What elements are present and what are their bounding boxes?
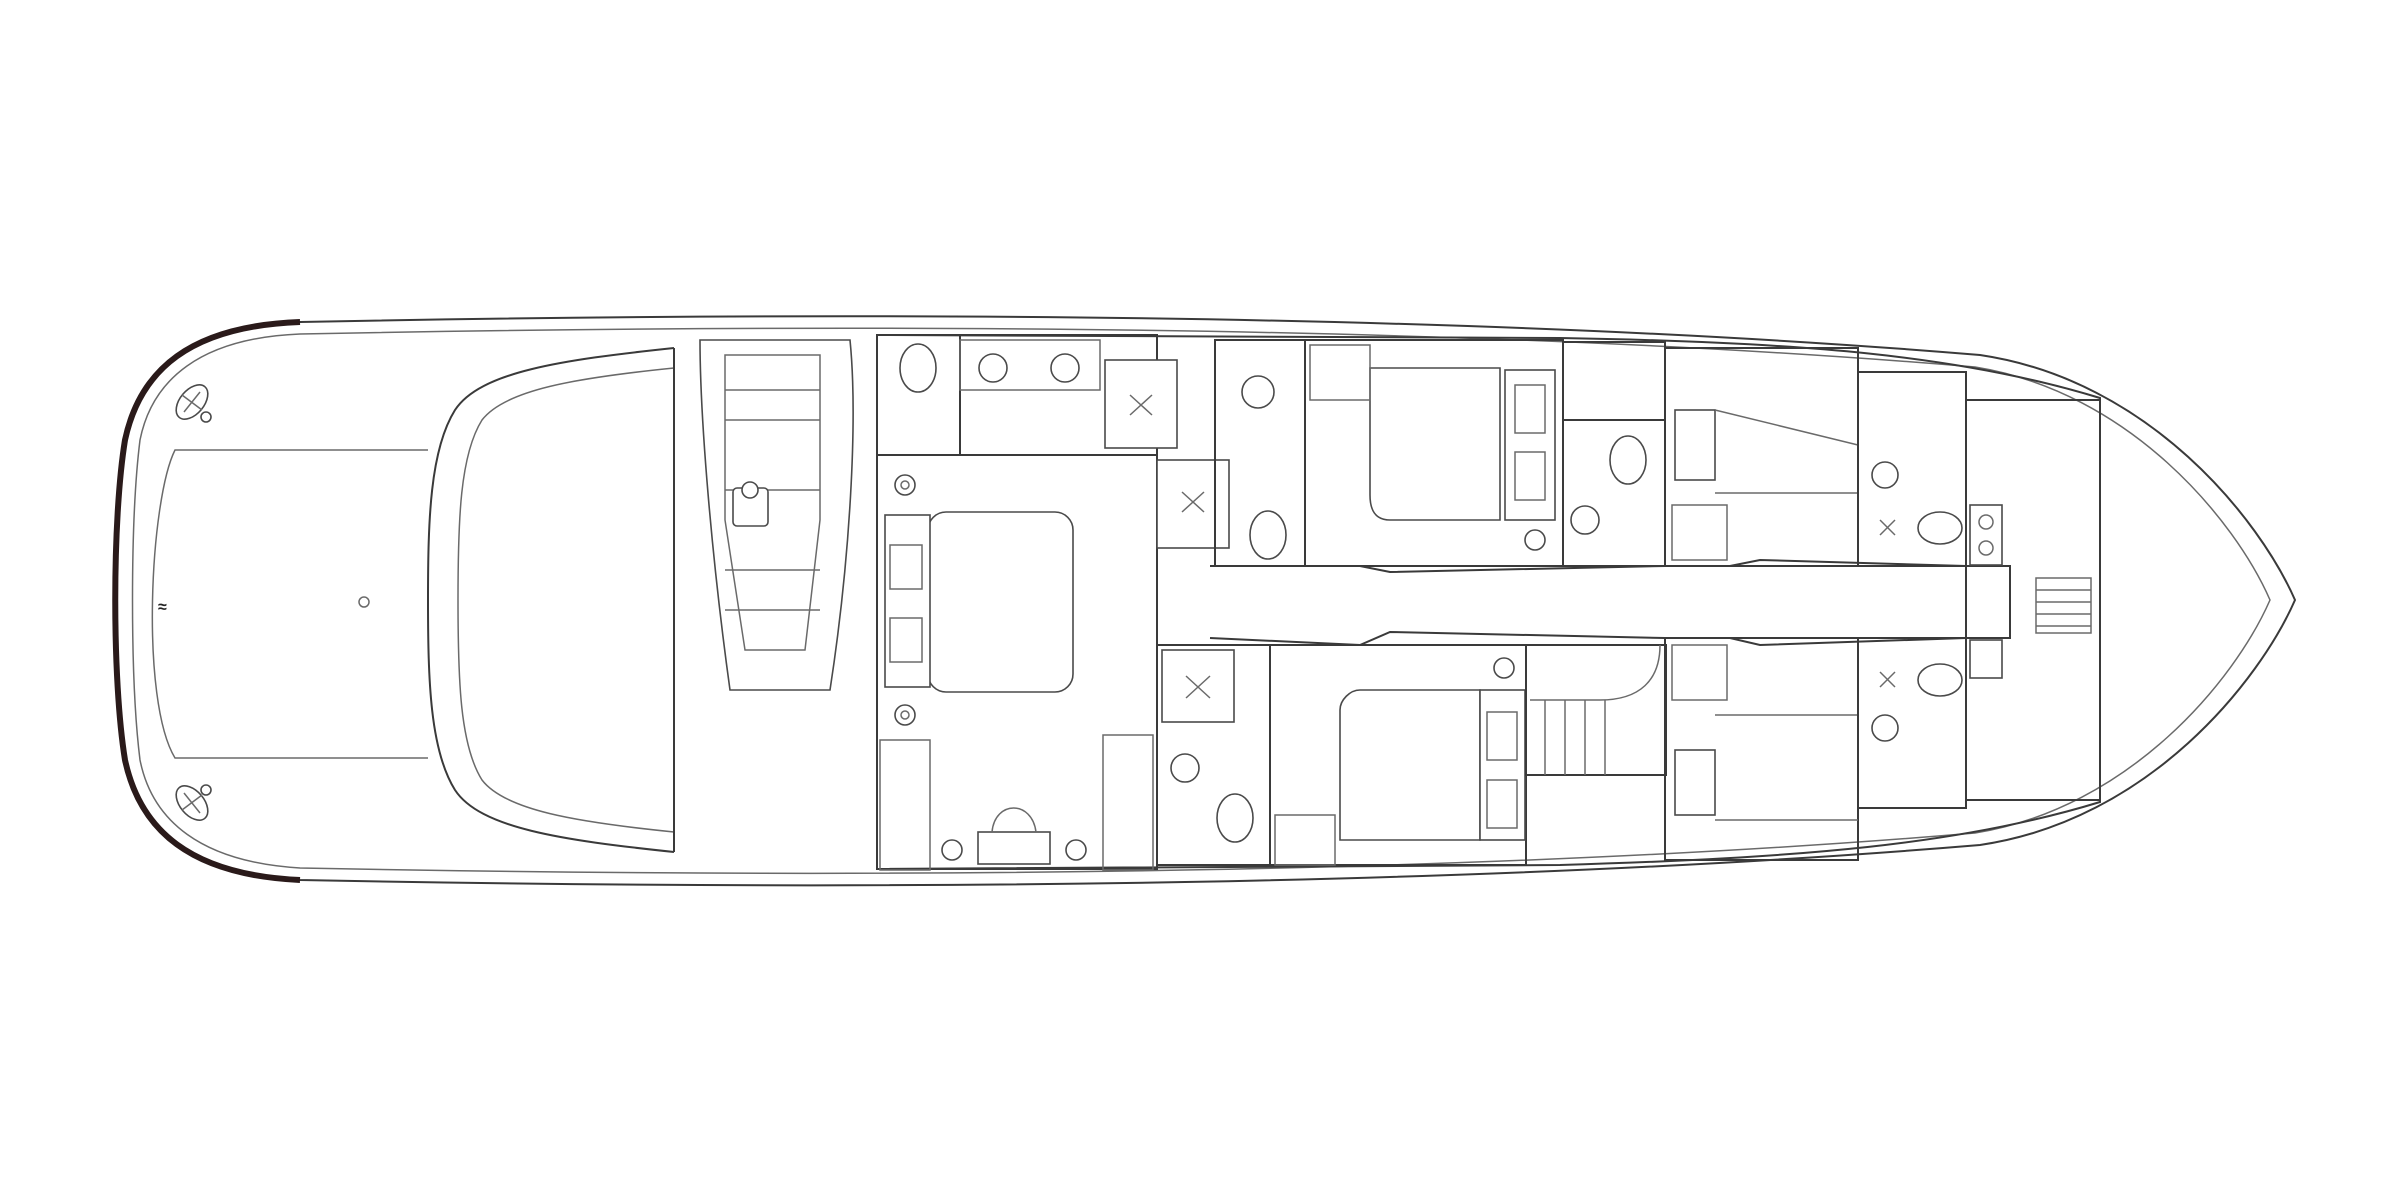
- aft-bathroom-top: [876, 334, 1230, 549]
- aft-deck-area: [151, 449, 428, 759]
- bathroom-mid-bottom: [1156, 644, 1271, 866]
- deck-fitting: [358, 596, 370, 608]
- hull-stern-fender: [112, 319, 301, 883]
- stern-mark-icon: ≈: [158, 599, 167, 616]
- cleat-top: [175, 384, 212, 423]
- bathroom-mid-top: [1214, 339, 1306, 567]
- guest-cabin-top: [1304, 339, 1564, 567]
- bathroom-forward-top: [1562, 341, 1666, 567]
- cockpit-inner-line: [457, 367, 675, 833]
- master-cabin: [876, 454, 1158, 871]
- guest-cabin-bottom: [1269, 644, 1527, 866]
- tender-boat: [699, 339, 854, 691]
- central-corridor: [1209, 558, 2011, 647]
- forward-bathroom-bottom: [1857, 637, 1967, 809]
- cockpit-outline: [426, 347, 675, 853]
- forward-cabin-bottom: [1664, 637, 1859, 861]
- interior-outline: [876, 333, 2101, 871]
- companionway-stairs: [1525, 644, 1667, 776]
- forward-bathroom-top: [1857, 371, 1967, 567]
- bow-crew-area: [1965, 399, 2101, 801]
- deck-inner-line: [131, 327, 2271, 875]
- cleat-bottom: [175, 784, 212, 821]
- forward-cabin-top: [1664, 347, 1859, 567]
